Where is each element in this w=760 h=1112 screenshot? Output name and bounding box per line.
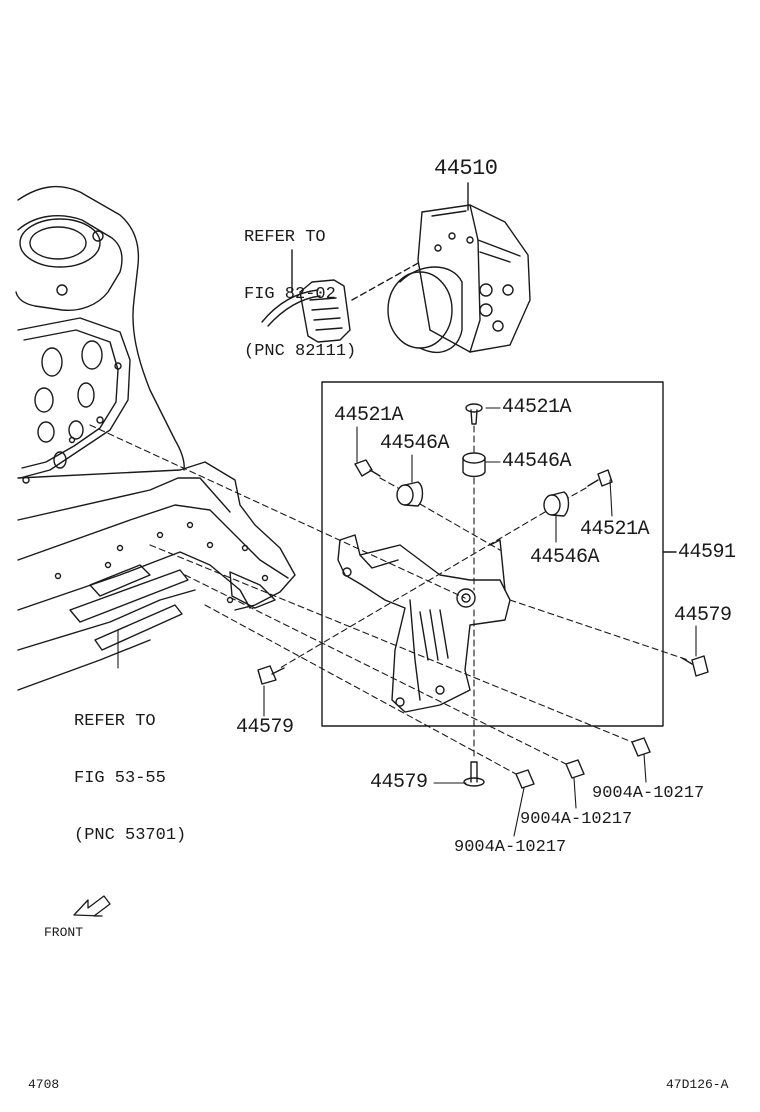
callout-screw-top: 44521A xyxy=(502,396,572,419)
callout-abs-actuator: 44510 xyxy=(434,156,498,181)
front-arrow-icon xyxy=(73,895,111,917)
callout-cushion-left: 44546A xyxy=(380,432,450,455)
callout-bolt-bottom: 44579 xyxy=(370,771,428,794)
page-number: 4708 xyxy=(28,1077,60,1092)
callout-cushion-top: 44546A xyxy=(502,450,572,473)
callout-bolt-c: 9004A-10217 xyxy=(454,838,567,857)
assembly-lines xyxy=(89,424,689,775)
body-panel-drawing xyxy=(15,185,296,691)
front-label: FRONT xyxy=(44,925,84,940)
callout-bolt-b: 9004A-10217 xyxy=(520,810,633,829)
refer-body-note: REFER TO FIG 53-55 (PNC 53701) xyxy=(74,674,186,864)
refer-body-line1: REFER TO xyxy=(74,712,156,731)
refer-body-line3: (PNC 53701) xyxy=(74,826,187,845)
fasteners-drawing xyxy=(257,403,709,789)
callout-bolt-left: 44579 xyxy=(236,716,294,739)
callout-cushion-right: 44546A xyxy=(530,546,600,569)
callout-screw-right: 44521A xyxy=(580,518,650,541)
bracket-assy-frame xyxy=(321,381,677,727)
refer-harness-line1: REFER TO xyxy=(244,228,326,247)
harness-connector-drawing xyxy=(261,249,351,343)
bracket-drawing xyxy=(337,534,511,713)
leader-lines xyxy=(117,407,697,837)
callout-bolt-a: 9004A-10217 xyxy=(592,784,705,803)
abs-actuator-drawing xyxy=(351,182,531,353)
callout-bracket-assy: 44591 xyxy=(678,541,736,564)
refer-harness-line3: (PNC 82111) xyxy=(244,342,357,361)
illustration-code: 47D126-A xyxy=(666,1077,729,1092)
callout-bolt-right: 44579 xyxy=(674,604,732,627)
refer-body-line2: FIG 53-55 xyxy=(74,769,166,788)
refer-harness-note: REFER TO FIG 82-02 (PNC 82111) xyxy=(244,190,356,380)
callout-screw-left: 44521A xyxy=(334,404,404,427)
refer-harness-line2: FIG 82-02 xyxy=(244,285,336,304)
